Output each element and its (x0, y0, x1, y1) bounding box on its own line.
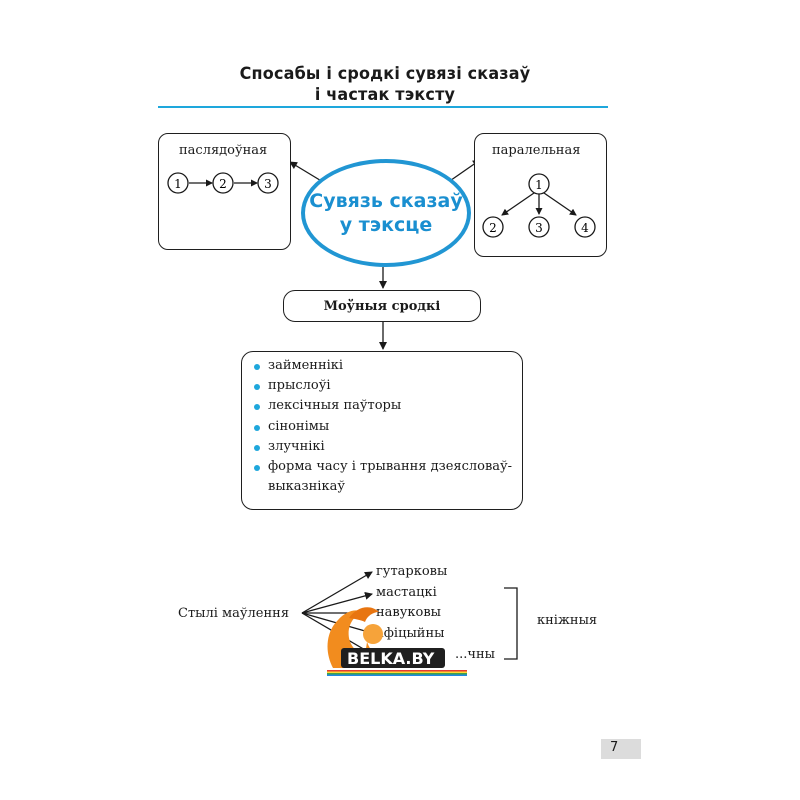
page-title-line-2: і частак тэксту (314, 85, 456, 105)
list-item-continuation: выказнікаў (268, 479, 345, 495)
sequential-label: паслядоўная (179, 143, 268, 158)
ellipse-line-1: Сувязь сказаў (309, 190, 463, 212)
list-item: форма часу і трывання дзеясловаў- (254, 457, 512, 477)
page-title-line-1: Спосабы і сродкі сувязі сказаў (239, 64, 531, 84)
styles-label: Стылі маўлення (178, 606, 290, 621)
sequential-graph: 1 2 3 (167, 172, 279, 194)
style-item-artistic: мастацкі (376, 585, 437, 600)
bullet-icon (254, 384, 260, 391)
parallel-graph: 1 2 3 4 (482, 173, 596, 238)
belka-watermark-logo: BELKA.BY (327, 607, 467, 676)
page-number: 7 (610, 740, 619, 755)
means-label-box: Моўныя сродкі (283, 290, 481, 322)
svg-text:1: 1 (535, 178, 543, 192)
svg-text:BELKA.BY: BELKA.BY (347, 649, 435, 668)
bullet-icon (254, 364, 260, 370)
svg-text:3: 3 (264, 177, 272, 191)
par-node-3: 3 (528, 216, 550, 238)
bullet-icon (254, 424, 260, 431)
page-number-box (601, 739, 641, 759)
means-list: займеннікі прыслоўі лексічныя паўторы сі… (254, 356, 512, 497)
text-connection-ellipse: Сувязь сказаў у тэксце (301, 159, 471, 267)
list-item: займеннікі (254, 356, 512, 376)
svg-text:2: 2 (489, 221, 497, 235)
style-item-scientific: навуковы (376, 605, 441, 620)
style-item-publicistic: ...чны (455, 647, 496, 662)
par-node-2: 2 (482, 216, 504, 238)
list-item: лексічныя паўторы (254, 396, 512, 416)
svg-text:3: 3 (535, 221, 543, 235)
svg-text:4: 4 (581, 221, 589, 235)
par-node-1: 1 (528, 173, 550, 195)
par-node-4: 4 (574, 216, 596, 238)
means-list-box (241, 351, 523, 510)
bookish-label: кніжныя (537, 613, 598, 628)
svg-text:1: 1 (174, 177, 182, 191)
means-label: Моўныя сродкі (323, 298, 441, 314)
list-item: прыслоўі (254, 376, 512, 396)
bullet-icon (254, 404, 260, 411)
list-item: сінонімы (254, 417, 512, 437)
seq-node-3: 3 (257, 172, 279, 194)
title-underline (158, 106, 608, 108)
parallel-label: паралельная (492, 143, 581, 158)
bullet-icon (254, 465, 260, 472)
bullet-icon (254, 444, 260, 451)
seq-node-1: 1 (167, 172, 189, 194)
seq-node-2: 2 (212, 172, 234, 194)
ellipse-line-2: у тэксце (339, 214, 433, 236)
list-item: злучнікі (254, 437, 512, 457)
style-item-official: афіцыйны (376, 626, 445, 641)
bookish-bracket (504, 587, 518, 660)
style-item-colloquial: гутарковы (376, 564, 448, 579)
svg-text:2: 2 (219, 177, 227, 191)
